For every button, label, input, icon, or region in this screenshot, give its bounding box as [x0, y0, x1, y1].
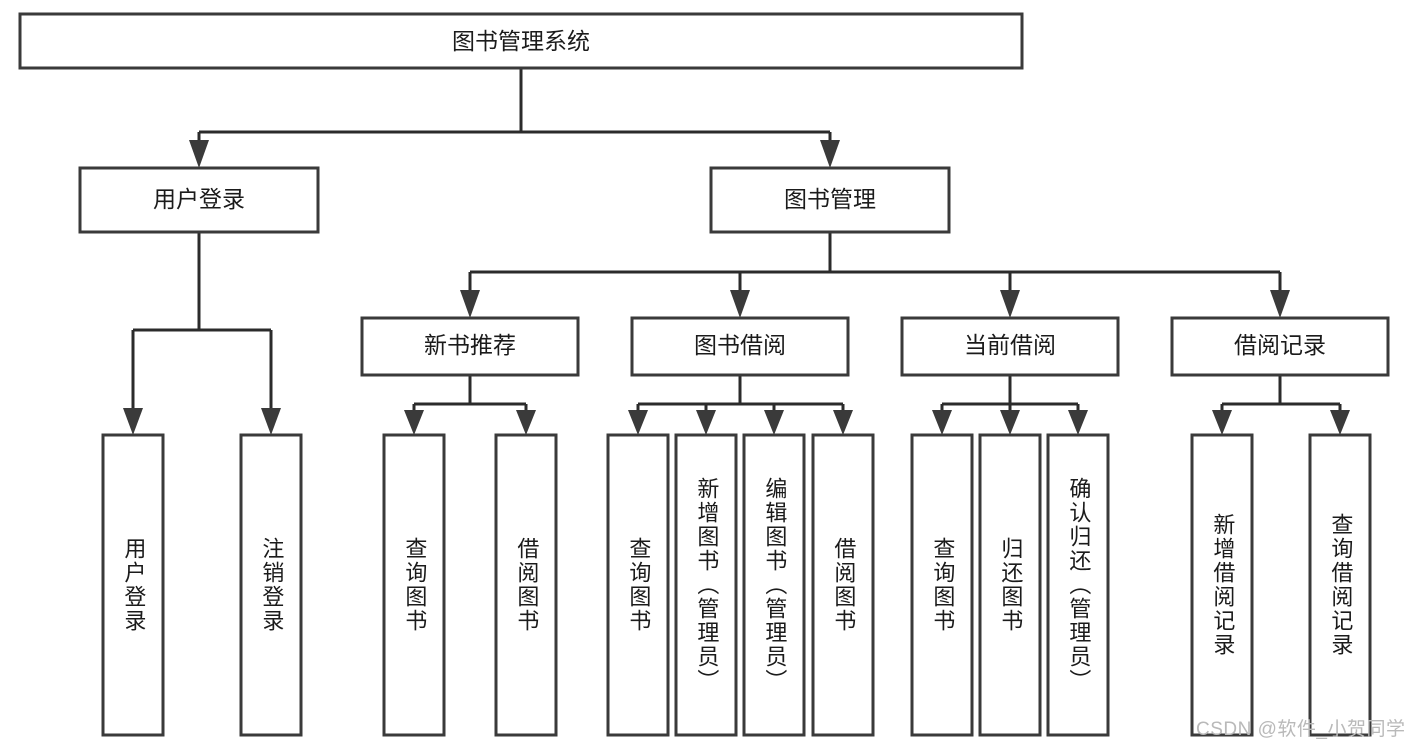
connector-group-borrow-record	[1212, 375, 1350, 435]
connector-group-new-book-recommend	[404, 375, 536, 435]
arrow-head-leaf-query-record	[1330, 410, 1350, 435]
node-leaf-borrow-book-2-box[interactable]	[811, 433, 875, 737]
arrow-head-current-borrow	[1000, 290, 1020, 318]
node-leaf-query-book-1-box[interactable]	[382, 433, 446, 737]
node-current-borrow-box[interactable]	[900, 316, 1120, 377]
arrow-head-book-borrow	[730, 290, 750, 318]
arrow-head-leaf-borrow-book-2	[833, 410, 853, 435]
node-leaf-borrow-book-1-box[interactable]	[494, 433, 558, 737]
arrow-head-book-management	[820, 140, 840, 168]
connector-group-book-management	[460, 232, 1290, 318]
node-current-borrow[interactable]: 当前借阅	[900, 316, 1120, 377]
node-leaf-add-record-box[interactable]	[1190, 433, 1254, 737]
node-leaf-confirm-return-box[interactable]	[1046, 433, 1110, 737]
node-borrow-record[interactable]: 借阅记录	[1170, 316, 1390, 377]
connector-group-root	[189, 68, 840, 168]
node-user-login-label: 用户登录	[153, 186, 245, 212]
connector-group-current-borrow	[932, 375, 1088, 435]
node-leaf-query-book-3-box[interactable]	[910, 433, 974, 737]
arrow-head-leaf-query-book-3	[932, 410, 952, 435]
arrow-head-new-book-recommend	[460, 290, 480, 318]
node-leaf-return-book-box[interactable]	[978, 433, 1042, 737]
arrow-head-leaf-query-book-1	[404, 410, 424, 435]
node-leaf-add-book-box[interactable]	[674, 433, 738, 737]
node-book-management[interactable]: 图书管理	[709, 166, 951, 234]
node-current-borrow-label: 当前借阅	[964, 332, 1056, 358]
node-user-login[interactable]: 用户登录	[78, 166, 320, 234]
arrow-head-leaf-edit-book	[764, 410, 784, 435]
node-root-box[interactable]	[18, 12, 1024, 70]
node-borrow-record-box[interactable]	[1170, 316, 1390, 377]
node-root[interactable]: 图书管理系统	[18, 12, 1024, 70]
connector-group-book-borrow	[628, 375, 853, 435]
node-leaf-query-record-box[interactable]	[1308, 433, 1372, 737]
node-root-label: 图书管理系统	[452, 28, 590, 54]
arrow-head-leaf-add-record	[1212, 410, 1232, 435]
arrow-head-leaf-query-book-2	[628, 410, 648, 435]
arrow-head-leaf-add-book	[696, 410, 716, 435]
node-book-borrow[interactable]: 图书借阅	[630, 316, 850, 377]
node-user-login-box[interactable]	[78, 166, 320, 234]
node-book-management-box[interactable]	[709, 166, 951, 234]
node-leaf-user-login-box[interactable]	[101, 433, 165, 737]
arrow-head-user-login	[189, 140, 209, 168]
arrow-head-borrow-record	[1270, 290, 1290, 318]
node-book-borrow-box[interactable]	[630, 316, 850, 377]
node-leaf-user-logout-box[interactable]	[239, 433, 303, 737]
arrow-head-leaf-user-logout	[261, 408, 281, 435]
arrow-head-leaf-user-login	[123, 408, 143, 435]
node-new-book-recommend[interactable]: 新书推荐	[360, 316, 580, 377]
node-new-book-recommend-box[interactable]	[360, 316, 580, 377]
connector-group-user-login	[123, 232, 281, 435]
node-book-management-label: 图书管理	[784, 186, 876, 212]
csdn-watermark: CSDN @软件_小贺同学	[1196, 719, 1405, 740]
arrow-head-leaf-confirm-return	[1068, 410, 1088, 435]
leaf-boxes	[101, 433, 1372, 737]
node-borrow-record-label: 借阅记录	[1234, 332, 1326, 358]
node-book-borrow-label: 图书借阅	[694, 332, 786, 358]
node-leaf-edit-book-box[interactable]	[742, 433, 806, 737]
node-new-book-recommend-label: 新书推荐	[424, 332, 516, 358]
arrow-head-leaf-return-book	[1000, 410, 1020, 435]
arrow-head-leaf-borrow-book-1	[516, 410, 536, 435]
node-leaf-query-book-2-box[interactable]	[606, 433, 670, 737]
